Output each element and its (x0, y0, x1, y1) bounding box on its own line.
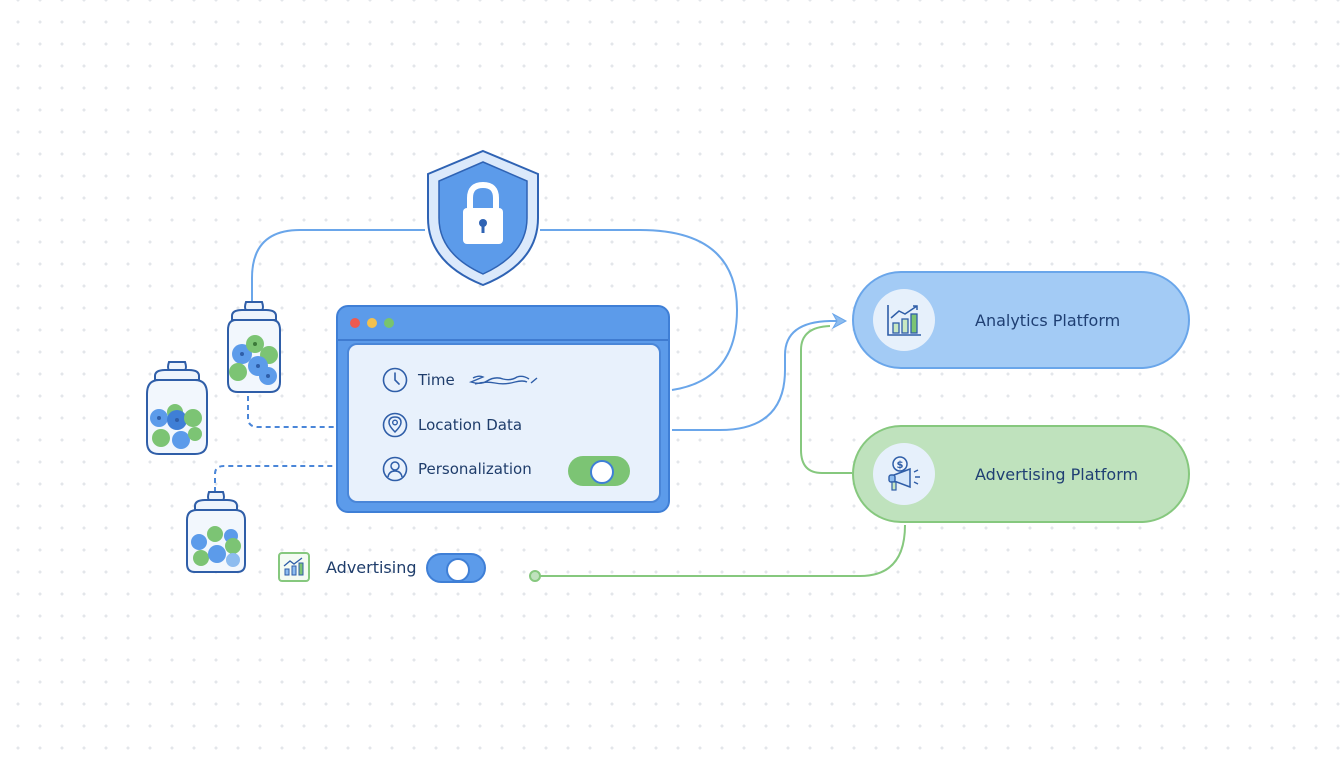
user-icon (382, 456, 408, 482)
advertising-toggle-label: Advertising (326, 557, 417, 577)
dashed-jar-to-window-1 (247, 396, 336, 428)
cookie-jar-icon (227, 301, 281, 393)
connector-node (529, 570, 541, 582)
analytics-chart-icon (873, 289, 935, 351)
row-location: Location Data (382, 411, 522, 439)
row-location-label: Location Data (418, 416, 523, 434)
toggle-knob (590, 460, 614, 484)
row-time-label: Time (418, 371, 455, 389)
line-advertising-to-analytics (800, 325, 852, 474)
line-shield-to-jar (251, 229, 425, 305)
clock-icon (382, 367, 408, 393)
window-titlebar (338, 307, 668, 341)
line-window-to-analytics (672, 320, 840, 431)
shield-lock-icon (427, 149, 539, 287)
bar-chart-trend-icon (278, 552, 310, 582)
toggle-knob (446, 558, 470, 582)
location-pin-icon (382, 412, 408, 438)
consent-window: Time Location Data Personalization (336, 305, 670, 513)
cookie-jar-icon (186, 491, 246, 573)
row-personalization: Personalization (382, 455, 532, 483)
megaphone-dollar-icon: $ (873, 443, 935, 505)
dashed-jar-to-window-2 (214, 465, 336, 492)
line-shield-to-window (540, 229, 739, 391)
svg-text:$: $ (897, 460, 904, 471)
redacted-value-scribble (468, 375, 538, 385)
window-content: Time Location Data Personalization (347, 343, 661, 503)
window-maximize-dot[interactable] (384, 318, 394, 328)
cookie-jar-icon (146, 361, 208, 455)
line-toggle-to-advertising (540, 524, 906, 577)
advertising-toggle-row: Advertising (278, 552, 417, 582)
personalization-toggle[interactable] (568, 456, 630, 486)
analytics-platform-node[interactable]: Analytics Platform (852, 271, 1190, 369)
row-time: Time (382, 366, 541, 394)
window-minimize-dot[interactable] (367, 318, 377, 328)
window-close-dot[interactable] (350, 318, 360, 328)
row-personalization-label: Personalization (418, 460, 532, 478)
advertising-platform-node[interactable]: $ Advertising Platform (852, 425, 1190, 523)
advertising-platform-label: Advertising Platform (975, 464, 1139, 484)
analytics-platform-label: Analytics Platform (975, 310, 1121, 330)
arrow-to-analytics (831, 312, 848, 330)
advertising-toggle[interactable] (426, 553, 486, 583)
